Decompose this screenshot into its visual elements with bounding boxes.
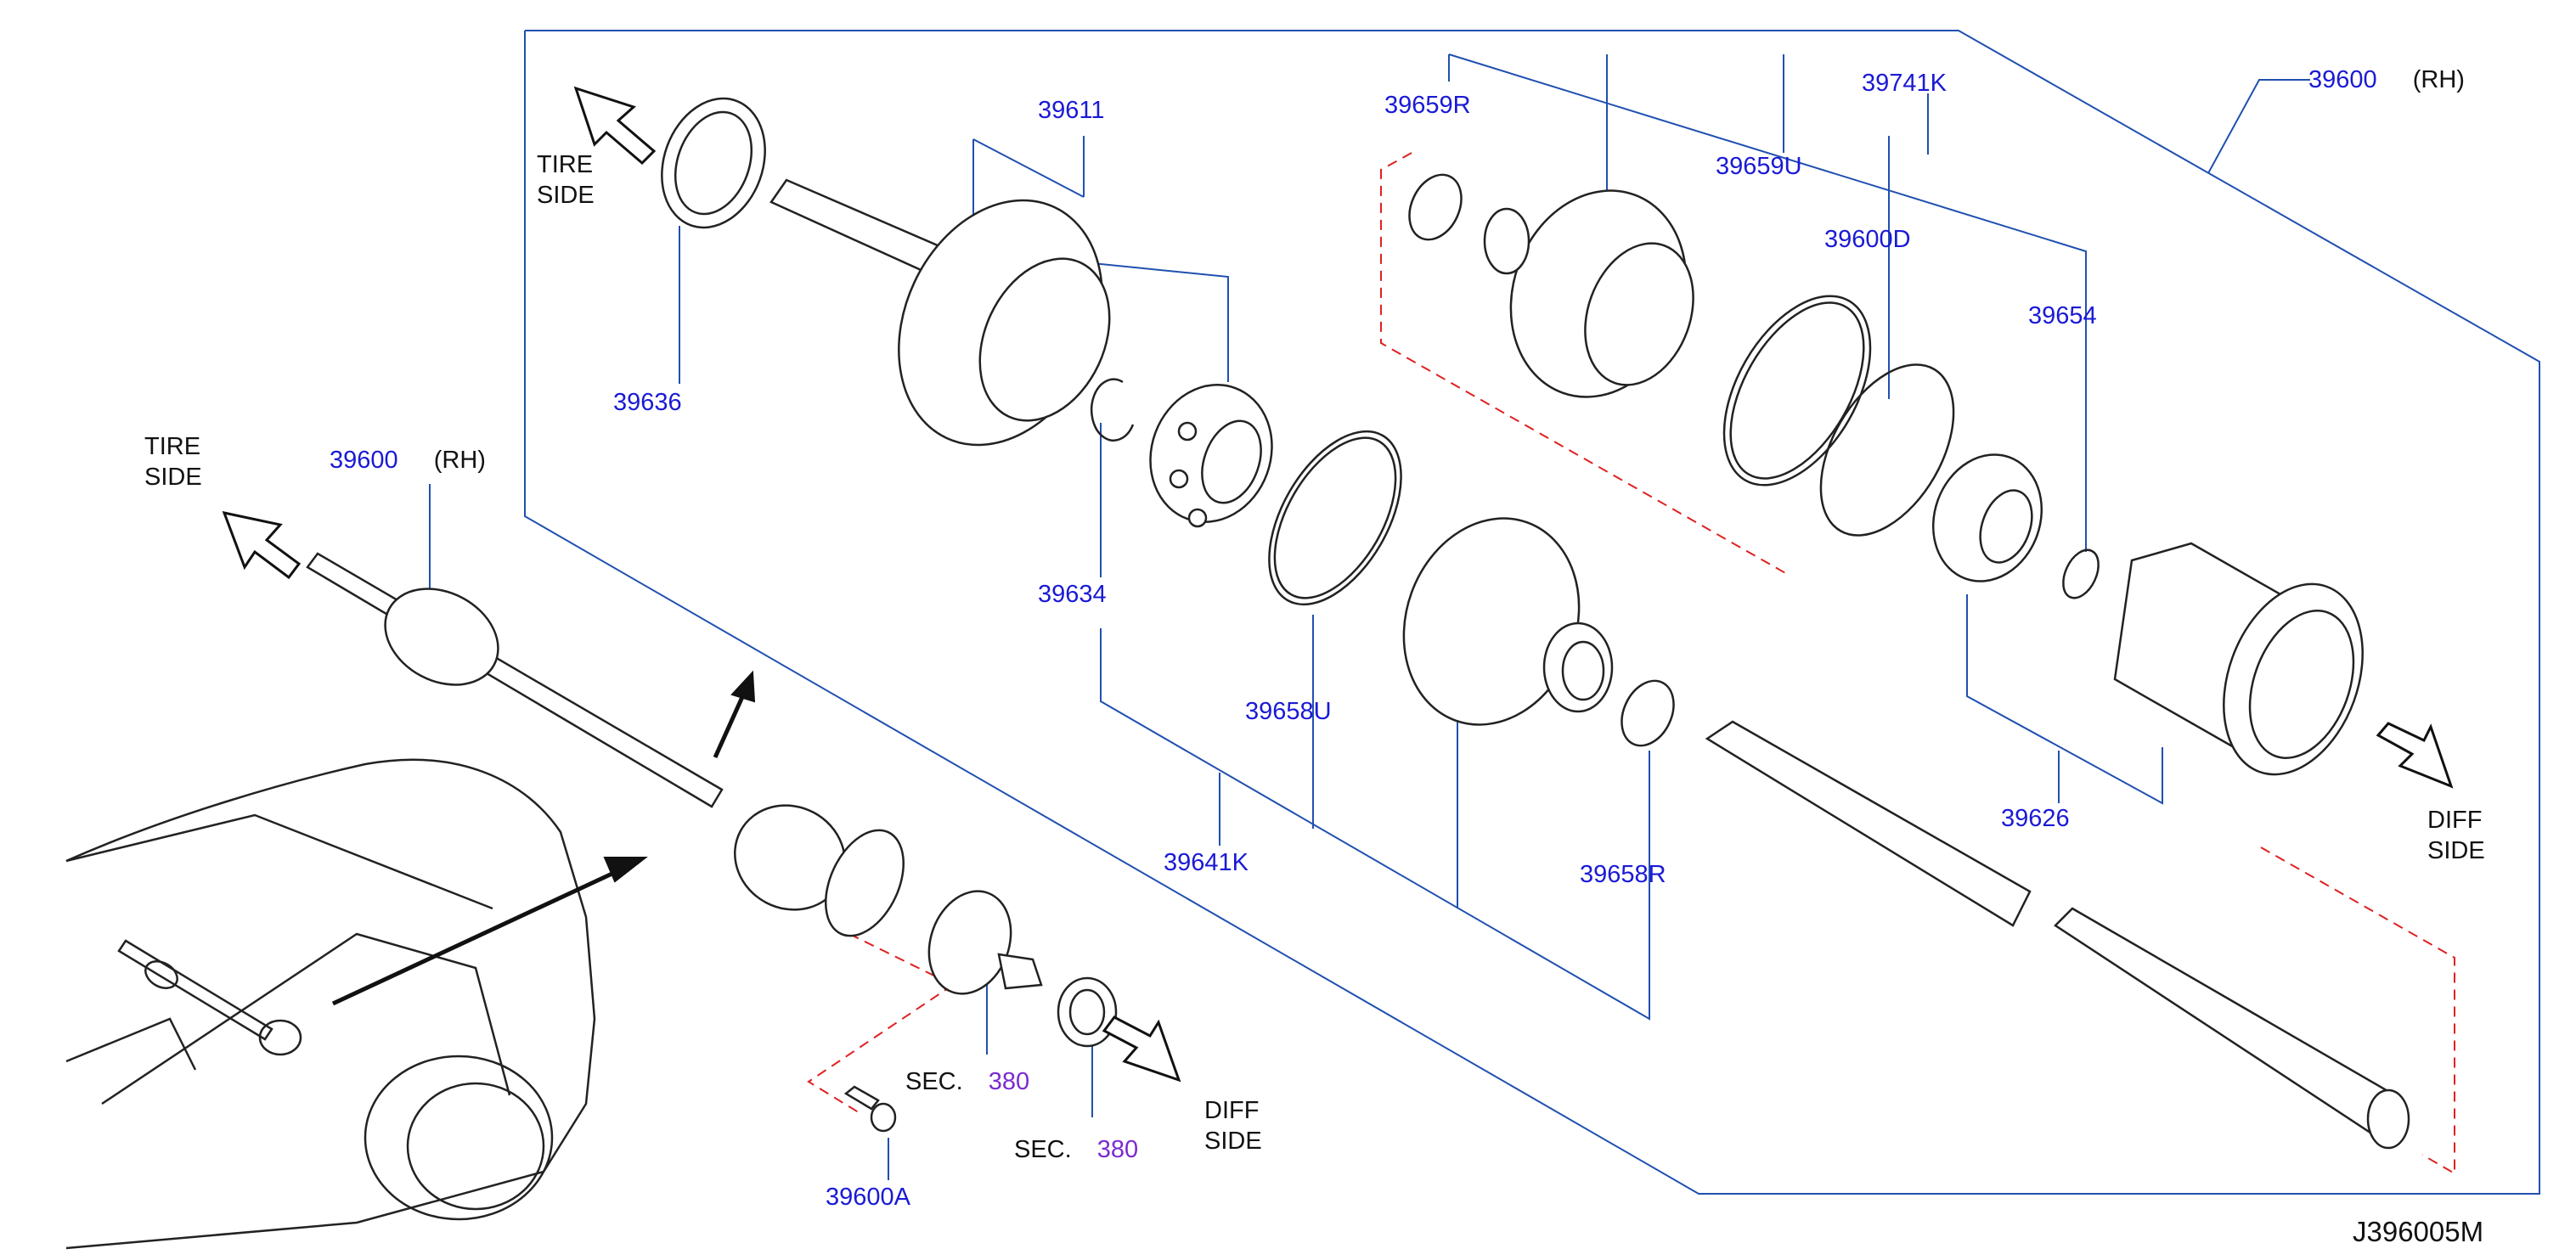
part-39600-left[interactable]: 39600 (RH) — [330, 448, 486, 473]
dashed-guide-shaft — [2260, 847, 2455, 1175]
part-39611[interactable]: 39611 — [1038, 97, 1105, 124]
sec-reference-2-number[interactable]: 380 — [1096, 1136, 1139, 1163]
snap-ring-39654 — [2062, 548, 2100, 599]
vehicle-body — [65, 758, 596, 1250]
part-39600A[interactable]: 39600A — [826, 1184, 910, 1211]
diff-side-arrow-1 — [1102, 1015, 1181, 1083]
bolt-39600A — [843, 1085, 880, 1111]
leader-39600-top — [2207, 79, 2310, 174]
diff-side-label-2: DIFF SIDE — [2427, 805, 2485, 866]
diff-side-2-line1: DIFF — [2427, 807, 2483, 834]
dashed-guide-boot — [1380, 152, 1788, 575]
boot-band-39658U — [1268, 430, 1402, 606]
leader-39741K — [1448, 53, 2087, 552]
pointer-arrow-shaft — [331, 863, 630, 1006]
tire-side-label-2: TIRE SIDE — [144, 431, 202, 492]
drive-shaft — [1705, 720, 2032, 927]
sec-reference-2[interactable]: SEC. 380 — [1014, 1138, 1138, 1162]
part-39659R[interactable]: 39659R — [1384, 92, 1471, 119]
pointer-arrow-head — [603, 857, 648, 883]
part-39600D[interactable]: 39600D — [1824, 226, 1911, 253]
sec-reference-1-prefix: SEC. — [905, 1068, 963, 1095]
part-39658U[interactable]: 39658U — [1245, 698, 1332, 725]
part-39659U[interactable]: 39659U — [1716, 153, 1802, 180]
boot-clamp-39659R — [1408, 173, 1463, 241]
tire-side-arrow-2 — [222, 510, 302, 580]
diff-side-arrow-2 — [2376, 722, 2454, 789]
part-39600-left-number[interactable]: 39600 — [330, 447, 398, 474]
tire-side-2-line2: SIDE — [144, 464, 202, 491]
tire-side-1-line2: SIDE — [537, 182, 595, 209]
boot-clamp-39658R — [1621, 679, 1675, 747]
part-39600-top-suffix: (RH) — [2412, 66, 2465, 93]
vehicle-outline — [65, 758, 596, 1250]
tire-side-arrow-1 — [573, 86, 657, 166]
diff-side-label-1: DIFF SIDE — [1204, 1095, 1262, 1156]
part-39741K[interactable]: 39741K — [1862, 70, 1947, 97]
sec-reference-2-prefix: SEC. — [1014, 1136, 1072, 1163]
assembly-frame — [524, 30, 2540, 1195]
up-arrow-head — [730, 670, 756, 703]
part-39658R[interactable]: 39658R — [1580, 861, 1666, 888]
dashed-guide-flange — [807, 984, 954, 1115]
assembled-drive-shaft — [306, 552, 724, 808]
sec-reference-1-number[interactable]: 380 — [988, 1068, 1030, 1095]
vehicle-driveshaft — [117, 939, 273, 1041]
tire-side-2-line1: TIRE — [144, 433, 201, 460]
leader-39611 — [972, 139, 1229, 382]
diagram-code: J396005M — [2353, 1216, 2484, 1247]
sec-reference-1[interactable]: SEC. 380 — [905, 1070, 1029, 1094]
ring-39600D — [1819, 363, 1955, 537]
boot-band-39659U — [1722, 295, 1872, 487]
diff-side-1-line2: SIDE — [1204, 1128, 1262, 1155]
up-arrow-shaft — [713, 688, 748, 759]
part-39641K[interactable]: 39641K — [1164, 849, 1249, 876]
diff-side-1-line1: DIFF — [1204, 1097, 1260, 1124]
tire-side-label-1: TIRE SIDE — [537, 149, 595, 211]
leader-39626 — [1966, 594, 2163, 805]
part-39654[interactable]: 39654 — [2028, 302, 2097, 329]
part-39634[interactable]: 39634 — [1038, 581, 1107, 608]
part-39636[interactable]: 39636 — [613, 389, 682, 416]
part-39600-left-suffix: (RH) — [433, 447, 486, 474]
part-39600-top[interactable]: 39600 (RH) — [2308, 68, 2465, 93]
part-39626[interactable]: 39626 — [2001, 805, 2070, 832]
tire-side-1-line1: TIRE — [537, 151, 594, 178]
vehicle-wheel — [364, 1055, 554, 1221]
diff-side-2-line2: SIDE — [2427, 837, 2485, 864]
part-39600-top-number[interactable]: 39600 — [2308, 66, 2377, 93]
